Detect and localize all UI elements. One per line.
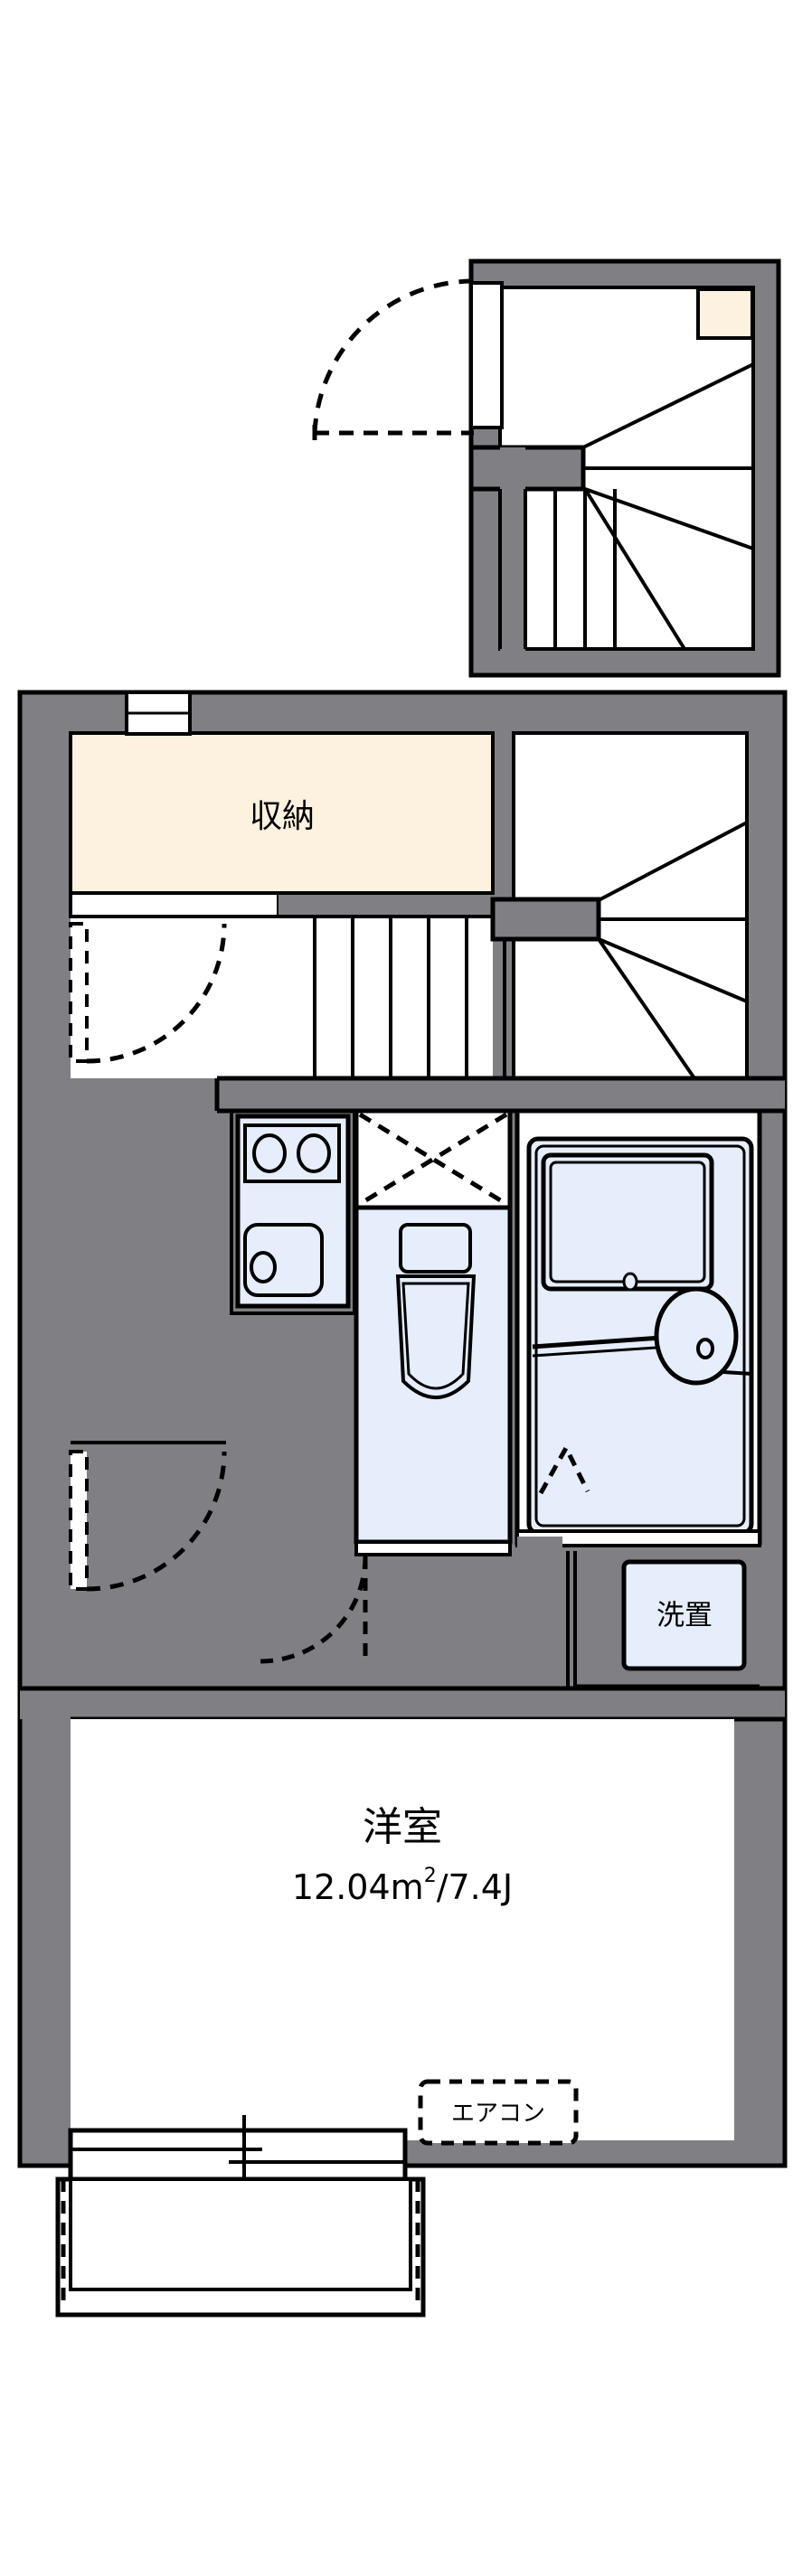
toilet-room [260, 1205, 513, 1664]
upper-stair-landing-wall [468, 445, 586, 492]
aircon-label: エアコン [451, 2101, 545, 2128]
hall-stair-landing-wall [490, 897, 601, 942]
upper-stair-straight-treads [553, 489, 617, 649]
storage-door-opening [69, 891, 280, 918]
overhead-cabinet [354, 1108, 513, 1210]
bath-threshold-wall-stub [517, 1537, 562, 1549]
entry-corridor-door [69, 1441, 227, 1592]
main-room-label: 洋室 [363, 1804, 442, 1850]
washer-label: 洗置 [656, 1600, 713, 1632]
entrance-door-jamb [469, 281, 504, 429]
balcony [55, 2176, 426, 2317]
vanity-basin [654, 1286, 739, 1386]
main-room-area-label: 12.04m2/7.4J [292, 1865, 513, 1907]
washer-space: 洗置 [621, 1559, 747, 1671]
toilet-door-arc [260, 1556, 368, 1664]
overhead-cabinet-cross-b [358, 1112, 508, 1207]
upper-corner-storage [696, 287, 754, 340]
upper-entrance-stair-unit [312, 259, 781, 678]
entrance-door-arc [312, 278, 475, 434]
main-room-area-value: 12.04 [292, 1867, 391, 1907]
lower-dwelling-unit: 収納 [17, 690, 788, 2317]
toilet-bowl [395, 1274, 477, 1399]
vanity-basin-drain [696, 1338, 714, 1359]
storage-door-leaf [69, 922, 89, 1063]
upper-stair-winder-treads [582, 362, 754, 651]
sliding-window-frame [68, 2128, 408, 2182]
upper-stair-side-wall [500, 447, 525, 651]
wet-block-top-wall [217, 1078, 785, 1111]
storage-entry-door [69, 922, 227, 1064]
bath-unit-inner [534, 1144, 746, 1528]
balcony-inner [69, 2177, 412, 2291]
hall-stair-straight-treads [313, 917, 506, 1078]
toilet-door-threshold [354, 1540, 512, 1556]
vanity-edge-right [722, 1370, 753, 1376]
storage-door-arc [86, 923, 227, 1064]
wall-under-storage [279, 893, 493, 917]
entrance-door-swing [312, 278, 504, 440]
storage-label: 収納 [250, 798, 315, 835]
bathtub-drain [622, 1272, 638, 1292]
aircon-tag: エアコン [418, 2079, 579, 2146]
balcony-sliding-window [68, 2115, 408, 2196]
stove-burner-left [252, 1133, 287, 1173]
bath-folding-door [538, 1443, 590, 1495]
kitchen-sink-drain [250, 1251, 277, 1283]
corridor-door-leaf [69, 1450, 89, 1591]
overhead-cabinet-cross-a [358, 1112, 508, 1207]
main-room-partition-wall [20, 1688, 785, 1719]
room-main [71, 1719, 734, 2140]
bath-room [515, 1108, 762, 1549]
hall-stair-winder-treads [597, 821, 748, 1080]
aircon-box [418, 2079, 579, 2146]
kitchen-area [230, 1109, 356, 1315]
washer-placement-box [621, 1559, 747, 1671]
bathtub-inner [549, 1161, 706, 1283]
main-room-area-tail: /7.4J [437, 1867, 513, 1907]
room-storage [69, 731, 495, 895]
toilet-cistern [399, 1223, 472, 1274]
stove-burner-right [297, 1133, 331, 1173]
main-room-area-unit: m [391, 1867, 424, 1907]
top-window [125, 691, 192, 736]
toilet-seat [401, 1282, 470, 1390]
corridor-door-arc [86, 1451, 227, 1592]
main-room-area-sup: 2 [424, 1865, 437, 1887]
